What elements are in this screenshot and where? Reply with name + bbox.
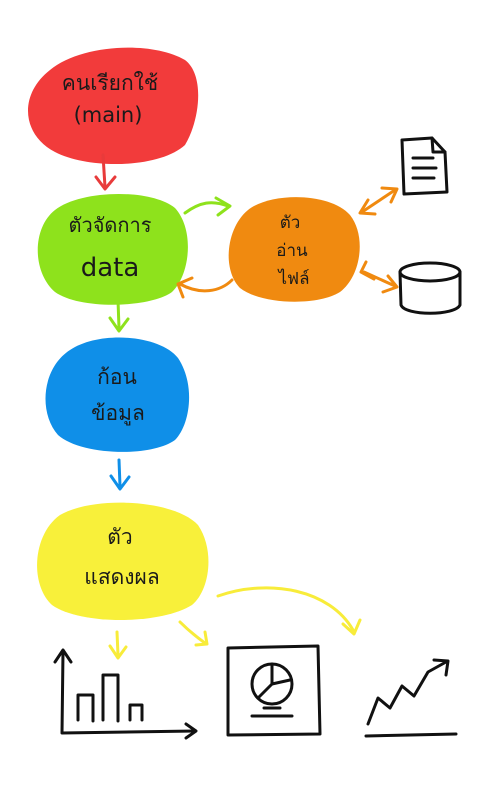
arrow-manager-to-data — [108, 298, 130, 333]
node-display-label-line2: แสดงผล — [84, 565, 159, 589]
node-manager-label-line2: data — [81, 253, 140, 283]
node-data-label-line2: ข้อมูล — [91, 401, 145, 426]
node-reader-label-line1: ตัว — [280, 213, 301, 233]
arrow-reader-to-manager — [176, 276, 234, 299]
node-manager-blob — [37, 193, 188, 305]
arrow-reader-document — [358, 186, 399, 216]
node-reader: ตัว อ่าน ไฟล์ — [228, 197, 360, 302]
arrow-reader-database — [359, 260, 399, 294]
node-reader-label-line2: อ่าน — [276, 241, 308, 261]
node-reader-label-line3: ไฟล์ — [276, 268, 309, 289]
pie-chart-screen-icon — [226, 644, 322, 737]
line-chart-icon — [364, 658, 458, 738]
node-main-label-line2: (main) — [74, 103, 143, 127]
node-main-blob — [28, 47, 199, 165]
node-main-label-line1: คนเรียกใช้ — [62, 71, 158, 95]
node-manager: ตัวจัดการ data — [37, 193, 188, 305]
arrow-display-to-line-chart — [216, 586, 362, 636]
bar-chart-icon — [53, 648, 198, 740]
node-manager-label-line1: ตัวจัดการ — [68, 213, 151, 237]
arrow-display-to-pie-screen — [178, 620, 209, 647]
arrow-manager-to-reader — [183, 196, 232, 217]
node-data: ก้อน ข้อมูล — [45, 337, 190, 452]
node-data-label-line1: ก้อน — [97, 365, 137, 389]
database-icon — [398, 261, 462, 315]
node-display: ตัว แสดงผล — [37, 502, 209, 620]
node-display-blob — [37, 502, 209, 620]
node-reader-blob — [228, 197, 360, 302]
document-icon — [400, 136, 449, 196]
arrow-main-to-manager — [94, 153, 117, 191]
arrow-data-to-display — [109, 458, 131, 491]
node-main: คนเรียกใช้ (main) — [28, 47, 199, 165]
arrow-display-to-bar-chart — [108, 630, 128, 660]
node-display-label-line1: ตัว — [107, 525, 132, 549]
node-data-blob — [45, 337, 190, 452]
